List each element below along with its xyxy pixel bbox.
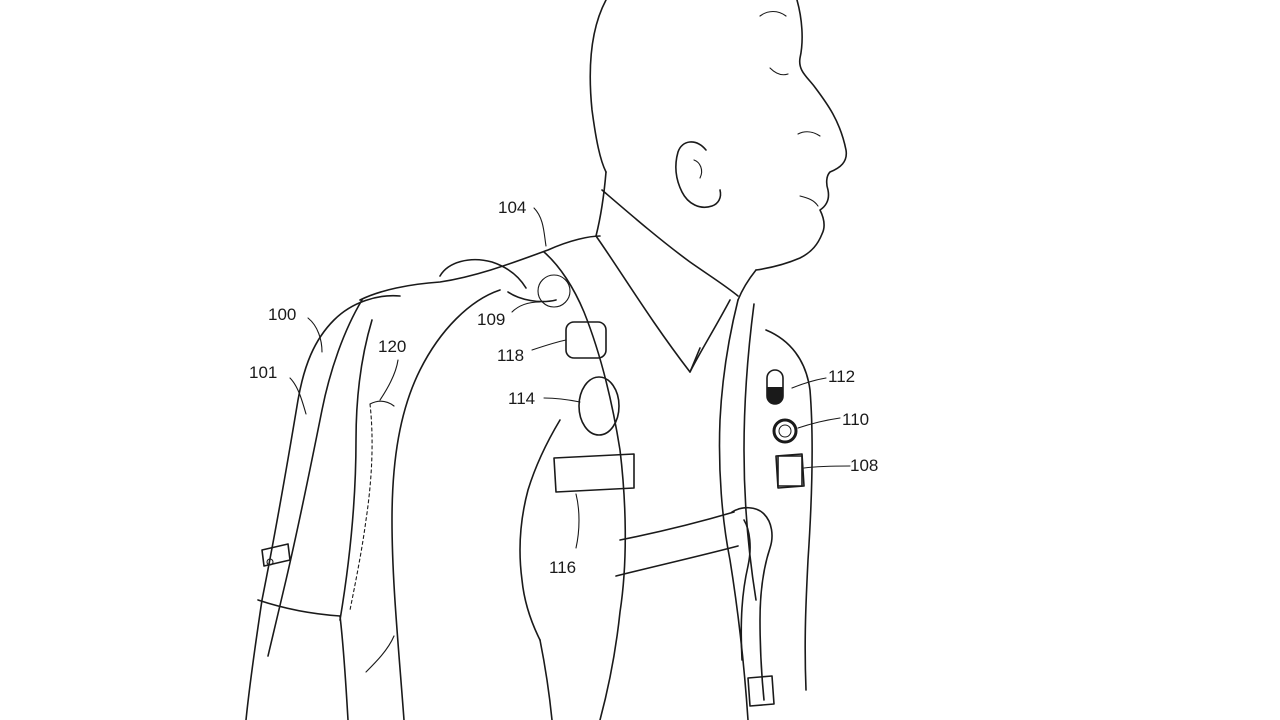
label-120: 120: [378, 337, 406, 356]
label-112: 112: [828, 367, 855, 386]
label-118: 118: [497, 346, 524, 365]
label-110: 110: [842, 410, 869, 429]
component-118: [565, 321, 607, 359]
label-109: 109: [477, 310, 505, 329]
head: [589, 0, 848, 271]
neck-collar: [595, 171, 757, 373]
label-100: 100: [268, 305, 296, 324]
shoulder-strap-front: [359, 235, 627, 720]
label-108: 108: [850, 456, 878, 475]
backpack: [245, 294, 401, 720]
label-116: 116: [549, 558, 576, 577]
component-112: [766, 369, 784, 405]
ear: [675, 141, 722, 208]
component-116: [553, 453, 635, 493]
label-104: 104: [498, 198, 526, 217]
component-108: [777, 455, 803, 487]
chest-strap: [615, 511, 739, 577]
label-114: 114: [508, 389, 535, 408]
arm: [365, 289, 561, 720]
component-109: [537, 274, 571, 308]
label-101: 101: [249, 363, 277, 382]
shoulder-strap-back: [718, 299, 813, 720]
leader-lines: [289, 207, 851, 549]
component-114: [578, 376, 620, 436]
component-110: [772, 418, 798, 444]
